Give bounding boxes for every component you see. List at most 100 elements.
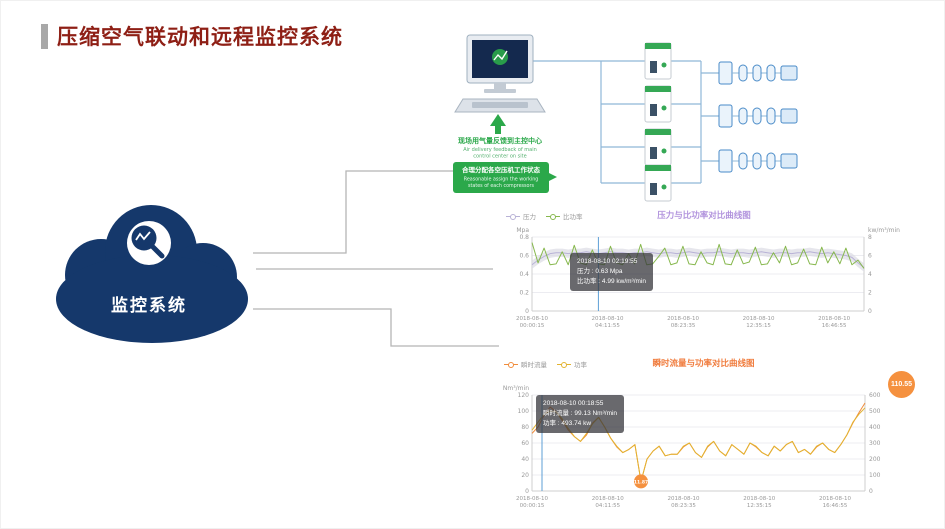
compressor-icon: [644, 164, 672, 202]
svg-text:0: 0: [525, 488, 529, 495]
legend-label: 压力: [523, 214, 536, 221]
svg-text:Mpa: Mpa: [516, 227, 529, 234]
svg-text:0: 0: [868, 308, 872, 315]
legend-item: 瞬时流量: [504, 359, 547, 369]
feedback-text-en1: Air delivery feedback of main: [463, 147, 537, 153]
svg-text:kw/m³/min: kw/m³/min: [868, 227, 900, 234]
page-title: 压缩空气联动和远程监控系统: [41, 21, 343, 51]
feedback-text-cn: 现场用气量反馈到主控中心: [458, 136, 542, 145]
svg-text:2018-08-10: 2018-08-10: [743, 496, 775, 502]
air-treatment-row: [718, 61, 798, 85]
magnifier-analytics-icon: [127, 221, 171, 265]
legend-marker-icon: [546, 213, 560, 220]
tooltip-line: 功率 : 493.74 kw: [543, 420, 592, 428]
feedback-up-arrow-icon: [490, 114, 506, 134]
compressor-icon: [644, 85, 672, 123]
svg-text:16:46:55: 16:46:55: [823, 503, 848, 509]
air-treatment-row: [718, 104, 798, 128]
chart-legend: 压力 比功率: [506, 211, 583, 221]
assign-text-en2: states of each compressors: [468, 183, 534, 189]
svg-text:2018-08-10: 2018-08-10: [743, 316, 775, 322]
svg-text:8: 8: [868, 234, 872, 241]
svg-text:120: 120: [518, 392, 530, 399]
svg-text:500: 500: [869, 408, 881, 415]
control-computer-icon: [454, 34, 546, 113]
svg-text:0.6: 0.6: [519, 253, 529, 260]
air-treatment-rows: [718, 61, 798, 173]
legend-marker-icon: [506, 213, 520, 220]
assign-text-cn: 合理分配各空压机工作状态: [461, 165, 541, 174]
svg-text:00:00:15: 00:00:15: [520, 323, 545, 329]
legend-item: 功率: [557, 359, 587, 369]
tooltip-line: 压力 : 0.63 Mpa: [577, 268, 623, 276]
svg-text:0: 0: [869, 488, 873, 495]
svg-text:2018-08-10: 2018-08-10: [592, 316, 624, 322]
svg-text:2018-08-10: 2018-08-10: [819, 496, 851, 502]
svg-text:6: 6: [868, 253, 872, 260]
svg-text:0.4: 0.4: [519, 271, 529, 278]
svg-text:20: 20: [521, 472, 529, 479]
air-treatment-row: [718, 149, 798, 173]
svg-text:100: 100: [518, 408, 530, 415]
svg-text:2018-08-10: 2018-08-10: [592, 496, 624, 502]
title-accent-bar: [41, 23, 48, 49]
svg-text:2018-08-10: 2018-08-10: [818, 316, 850, 322]
legend-item: 比功率: [546, 211, 583, 221]
svg-text:00:00:15: 00:00:15: [520, 503, 545, 509]
svg-text:Nm³/min: Nm³/min: [503, 385, 529, 392]
tooltip-line: 瞬时流量 : 99.13 Nm³/min: [543, 410, 618, 418]
svg-text:12:35:15: 12:35:15: [746, 323, 771, 329]
svg-text:40: 40: [521, 456, 529, 463]
svg-text:0.8: 0.8: [519, 234, 529, 241]
assign-arrow-icon: [549, 173, 557, 181]
chart-title: 压力与比功率对比曲线图: [657, 210, 751, 220]
network-wiring: [533, 60, 719, 184]
svg-text:08:23:35: 08:23:35: [671, 323, 696, 329]
legend-marker-icon: [504, 361, 518, 368]
svg-text:100: 100: [869, 472, 881, 479]
legend-label: 瞬时流量: [521, 362, 547, 369]
svg-text:400: 400: [869, 424, 881, 431]
cloud-label: 监控系统: [111, 295, 187, 316]
svg-text:2018-08-10: 2018-08-10: [516, 496, 548, 502]
svg-text:16:46:55: 16:46:55: [822, 323, 847, 329]
legend-marker-icon: [557, 361, 571, 368]
tooltip-time: 2018-08-10 02:19:55: [577, 258, 638, 265]
svg-text:2018-08-10: 2018-08-10: [516, 316, 548, 322]
svg-text:04:11:55: 04:11:55: [595, 503, 620, 509]
svg-text:0: 0: [525, 308, 529, 315]
svg-text:2018-08-10: 2018-08-10: [668, 496, 700, 502]
svg-text:12:35:15: 12:35:15: [747, 503, 772, 509]
chart-legend: 瞬时流量 功率: [504, 359, 587, 369]
chart-tooltip: 2018-08-10 02:19:55 压力 : 0.63 Mpa 比功率 : …: [570, 253, 653, 292]
chart-title: 瞬时流量与功率对比曲线图: [652, 358, 755, 368]
compressor-units: [644, 42, 672, 202]
tooltip-line: 比功率 : 4.99 kw/m³/min: [577, 278, 646, 286]
cloud-shape: [56, 205, 248, 343]
chart-tooltip: 2018-08-10 00:18:55 瞬时流量 : 99.13 Nm³/min…: [536, 395, 625, 434]
svg-text:300: 300: [869, 440, 881, 447]
svg-text:04:11:55: 04:11:55: [595, 323, 620, 329]
monitoring-cloud: 监控系统: [39, 193, 269, 363]
svg-text:600: 600: [869, 392, 881, 399]
topology-diagram: 现场用气量反馈到主控中心 Air delivery feedback of ma…: [451, 21, 921, 216]
feedback-text-en2: control center on site: [473, 154, 526, 160]
svg-text:200: 200: [869, 456, 881, 463]
svg-text:08:23:35: 08:23:35: [671, 503, 696, 509]
legend-label: 功率: [574, 362, 587, 369]
compressor-icon: [644, 42, 672, 80]
svg-text:60: 60: [521, 440, 529, 447]
page-title-text: 压缩空气联动和远程监控系统: [57, 26, 343, 49]
svg-text:2: 2: [868, 290, 872, 297]
svg-text:11.87: 11.87: [634, 479, 648, 485]
legend-label: 比功率: [563, 214, 583, 221]
assign-box: 合理分配各空压机工作状态 Reasonable assign the worki…: [453, 162, 557, 193]
latest-value-badge: 110.55: [888, 371, 915, 398]
svg-text:80: 80: [521, 424, 529, 431]
legend-item: 压力: [506, 211, 536, 221]
svg-text:4: 4: [868, 271, 872, 278]
svg-text:2018-08-10: 2018-08-10: [667, 316, 699, 322]
